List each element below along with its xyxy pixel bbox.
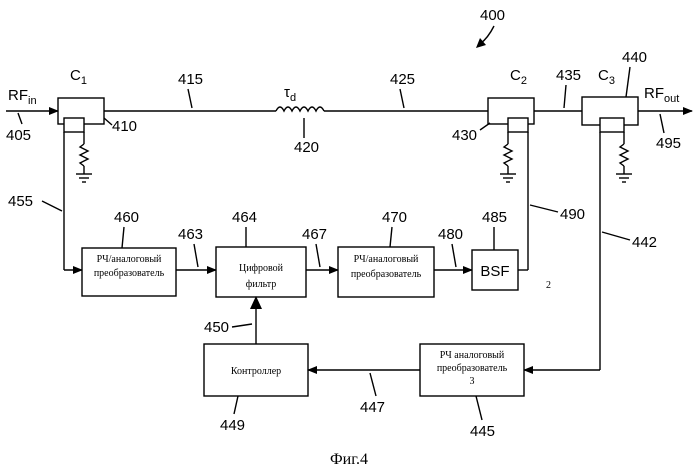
leader-470	[390, 227, 392, 247]
leader-463	[194, 244, 198, 267]
ref-455: 455	[8, 193, 33, 210]
converter-3-line3: 3	[470, 376, 475, 387]
c2-resistor	[504, 144, 512, 166]
ref-449: 449	[220, 417, 245, 434]
digital-filter-line1: Цифровой	[239, 263, 284, 274]
digital-filter-line2: фильтр	[246, 279, 277, 290]
converter-1-line1: РЧ/аналоговый	[97, 254, 162, 265]
leader-447	[370, 373, 376, 396]
leader-415	[188, 89, 192, 108]
stray-label: 2	[546, 280, 551, 291]
converter-3-line1: РЧ аналоговый	[440, 350, 505, 361]
ref-464: 464	[232, 209, 257, 226]
ref-425: 425	[390, 71, 415, 88]
ref-463: 463	[178, 226, 203, 243]
leader-467	[316, 244, 320, 267]
c2-label: C2	[510, 67, 527, 87]
converter-2-line2: преобразователь	[351, 269, 422, 280]
leader-490	[530, 205, 558, 212]
ref-485: 485	[482, 209, 507, 226]
converter-3-line2: преобразователь	[437, 363, 508, 374]
leader-435	[564, 85, 566, 108]
leader-460	[122, 227, 124, 248]
leader-495	[660, 114, 664, 133]
rf-in-label: RFin	[8, 87, 37, 107]
leader-455	[42, 201, 62, 211]
ref-410: 410	[112, 118, 137, 135]
leader-430	[480, 123, 490, 130]
coupler-c1-port	[64, 118, 84, 132]
line-450-arrowhead	[250, 296, 262, 309]
ref-447: 447	[360, 399, 385, 416]
ref-445: 445	[470, 423, 495, 440]
figure-caption: Фиг.4	[330, 451, 368, 468]
c1-resistor	[80, 144, 88, 166]
ref-442: 442	[632, 234, 657, 251]
leader-445	[476, 396, 482, 420]
leader-450	[232, 324, 252, 327]
ref-450: 450	[204, 319, 229, 336]
ref-470: 470	[382, 209, 407, 226]
ref-495: 495	[656, 135, 681, 152]
ref-440: 440	[622, 49, 647, 66]
controller-label: Контроллер	[231, 366, 281, 377]
ref-415: 415	[178, 71, 203, 88]
converter-2-line1: РЧ/аналоговый	[354, 254, 419, 265]
c1-label: C1	[70, 67, 87, 87]
ref-490: 490	[560, 206, 585, 223]
converter-1-line2: преобразователь	[94, 268, 165, 279]
leader-440	[626, 67, 630, 97]
leader-425	[400, 89, 404, 108]
ref-480: 480	[438, 226, 463, 243]
c3-resistor	[620, 144, 628, 166]
bsf-label: BSF	[480, 263, 509, 280]
rf-out-label: RFout	[644, 85, 679, 105]
coupler-c3-port	[600, 118, 624, 132]
ref-467: 467	[302, 226, 327, 243]
delay-label: τd	[284, 84, 296, 104]
leader-449	[234, 396, 238, 414]
ref-405: 405	[6, 127, 31, 144]
leader-442	[602, 232, 630, 240]
ref-430: 430	[452, 127, 477, 144]
leader-480	[452, 244, 456, 267]
c3-label: C3	[598, 67, 615, 87]
ref-420: 420	[294, 139, 319, 156]
figure-number: 400	[480, 7, 505, 24]
delay-inductor	[276, 107, 324, 111]
leader-405	[18, 113, 22, 124]
coupler-c2-port	[508, 118, 528, 132]
leader-410	[104, 118, 112, 125]
ref-435: 435	[556, 67, 581, 84]
ref-460: 460	[114, 209, 139, 226]
